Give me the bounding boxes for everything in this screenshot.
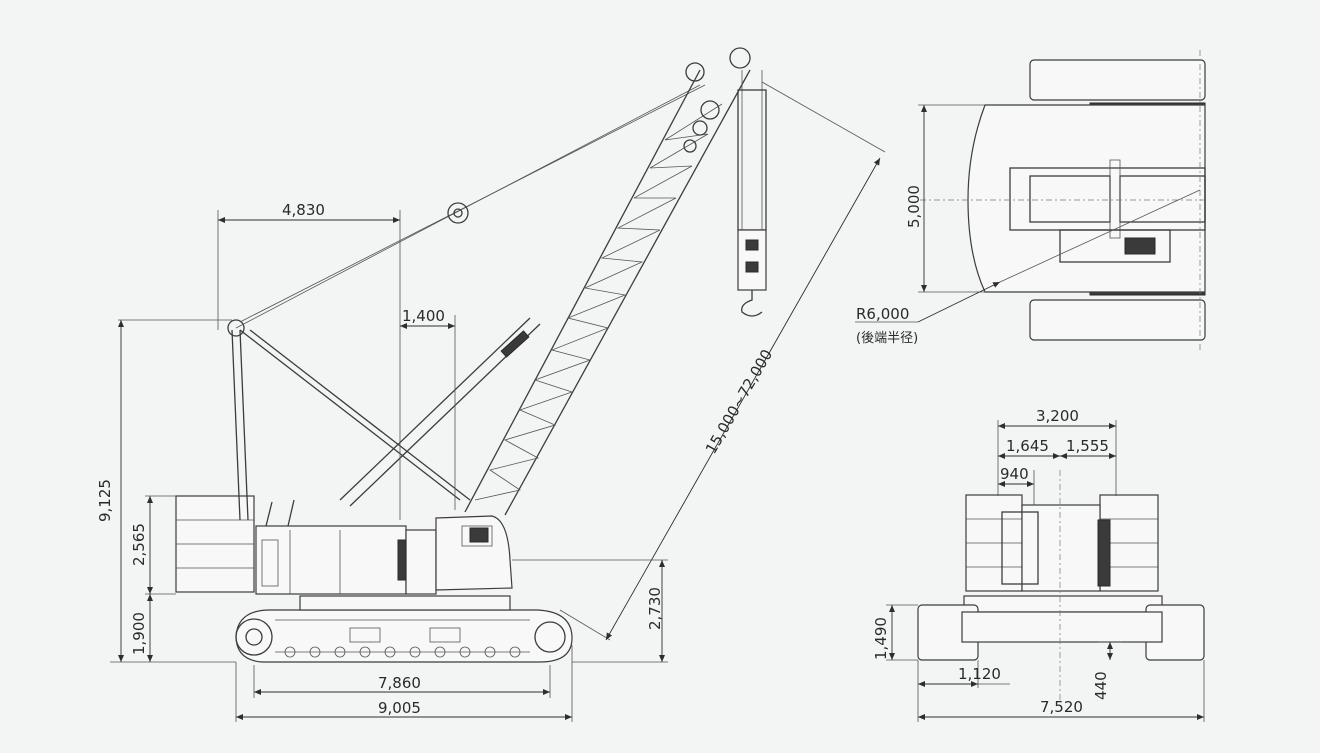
- dim-track-gap: 1,120: [918, 660, 1010, 688]
- mast: [227, 319, 471, 521]
- dim-base-height: 1,900: [130, 594, 153, 662]
- label-counterweight-height: 2,565: [130, 523, 148, 566]
- label-track-gap: 1,120: [958, 665, 1001, 683]
- label-track-center: 7,860: [378, 674, 421, 692]
- boom-hoist-link: [339, 317, 541, 507]
- dim-front-overall-width: 7,520: [917, 660, 1205, 722]
- front-carbody: [961, 611, 1163, 643]
- dim-overall-length: 9,005: [235, 645, 573, 722]
- plan-track-bottom: [1029, 299, 1206, 341]
- label-tail-radius-note: (後端半径): [856, 331, 918, 346]
- dim-boom-length: 15,000~72,000: [559, 81, 886, 641]
- front-cab: [1021, 504, 1101, 592]
- label-base-height: 1,900: [130, 612, 148, 655]
- dim-foot-offset: 1,400: [400, 307, 456, 510]
- label-front-left-half: 1,645: [1006, 437, 1049, 455]
- dim-front-height: 1,490: [872, 604, 918, 661]
- track-rollers: [284, 646, 521, 658]
- label-tail-radius: R6,000: [856, 305, 909, 323]
- front-slew-base: [963, 595, 1163, 613]
- label-boom-length: 15,000~72,000: [702, 346, 776, 457]
- label-front-height: 1,490: [872, 617, 890, 660]
- label-front-overall-width: 7,520: [1040, 698, 1083, 716]
- label-front-width: 3,200: [1036, 407, 1079, 425]
- front-view: 3,200 1,645 1,555 940 1,490 1,120: [872, 407, 1205, 722]
- label-cab-offset: 940: [1000, 465, 1029, 483]
- label-jib-reach: 4,830: [282, 201, 325, 219]
- side-view: 4,830 1,400 15,000~72,000 9,125 2,565: [96, 47, 886, 722]
- plan-view: 5,000 R6,000 (後端半径): [855, 50, 1206, 350]
- dim-ground-clearance: 440: [1092, 641, 1122, 700]
- dim-front-halves: 1,645 1,555: [998, 437, 1116, 459]
- dim-jib-reach: 4,830: [217, 201, 401, 520]
- label-foot-offset: 1,400: [402, 307, 445, 325]
- crawler-track: [235, 609, 573, 663]
- label-boom-foot-height: 2,730: [646, 587, 664, 630]
- plan-track-top: [1029, 59, 1206, 101]
- label-overall-length: 9,005: [378, 699, 421, 717]
- pendant-ropes: [235, 84, 706, 329]
- dim-boom-foot-height: 2,730: [512, 559, 668, 663]
- hook-block: [737, 70, 767, 317]
- label-overall-height: 9,125: [96, 479, 114, 522]
- label-front-right-half: 1,555: [1066, 437, 1109, 455]
- dim-tail-radius: R6,000 (後端半径): [855, 281, 1001, 346]
- dim-track-center: 7,860: [253, 665, 551, 698]
- slewing-ring: [299, 595, 511, 611]
- upper-works: [255, 499, 437, 595]
- label-plan-width: 5,000: [905, 185, 923, 228]
- dim-cab-offset: 940: [998, 465, 1035, 505]
- dim-counterweight-height: 2,565: [130, 495, 176, 595]
- dim-overall-height: 9,125: [96, 319, 236, 663]
- dim-plan-width: 5,000: [905, 104, 985, 293]
- plan-upper-works: [967, 104, 1206, 293]
- operator-cab: [435, 515, 513, 591]
- counterweight: [175, 495, 255, 593]
- label-ground-clearance: 440: [1092, 671, 1110, 700]
